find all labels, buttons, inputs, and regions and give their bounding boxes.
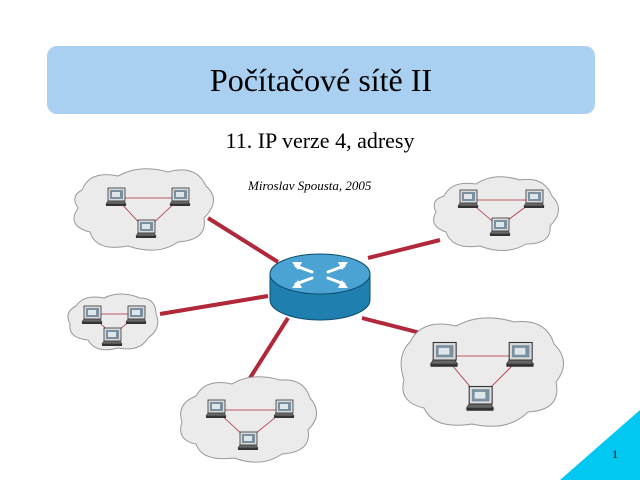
title-banner: Počítačové sítě II bbox=[47, 46, 595, 114]
computer-icon bbox=[237, 431, 259, 451]
slide-title: Počítačové sítě II bbox=[209, 61, 433, 98]
computer-icon bbox=[523, 189, 545, 209]
router-icon bbox=[269, 253, 371, 321]
computer-icon bbox=[169, 187, 191, 207]
computer-icon bbox=[429, 341, 459, 368]
computer-icon bbox=[489, 217, 511, 237]
computer-icon bbox=[81, 305, 103, 325]
computer-icon bbox=[457, 189, 479, 209]
slide-subtitle: 11. IP verze 4, adresy bbox=[225, 128, 415, 153]
computer-icon bbox=[125, 305, 147, 325]
author-credit: Miroslav Spousta, 2005 bbox=[248, 178, 372, 193]
computer-icon bbox=[273, 399, 295, 419]
computer-icon bbox=[465, 385, 495, 412]
cloud-icon bbox=[433, 176, 559, 251]
computer-icon bbox=[105, 187, 127, 207]
computer-icon bbox=[135, 219, 157, 239]
cloud-icon bbox=[73, 168, 214, 251]
cloud-icon bbox=[67, 293, 159, 351]
computer-icon bbox=[101, 327, 123, 347]
network-links bbox=[159, 216, 441, 380]
cloud-icon bbox=[180, 376, 317, 463]
page-number: 1 bbox=[612, 447, 618, 461]
cloud-icon bbox=[400, 317, 564, 427]
computer-icon bbox=[205, 399, 227, 419]
corner-triangle bbox=[560, 410, 640, 480]
computer-icon bbox=[505, 341, 535, 368]
